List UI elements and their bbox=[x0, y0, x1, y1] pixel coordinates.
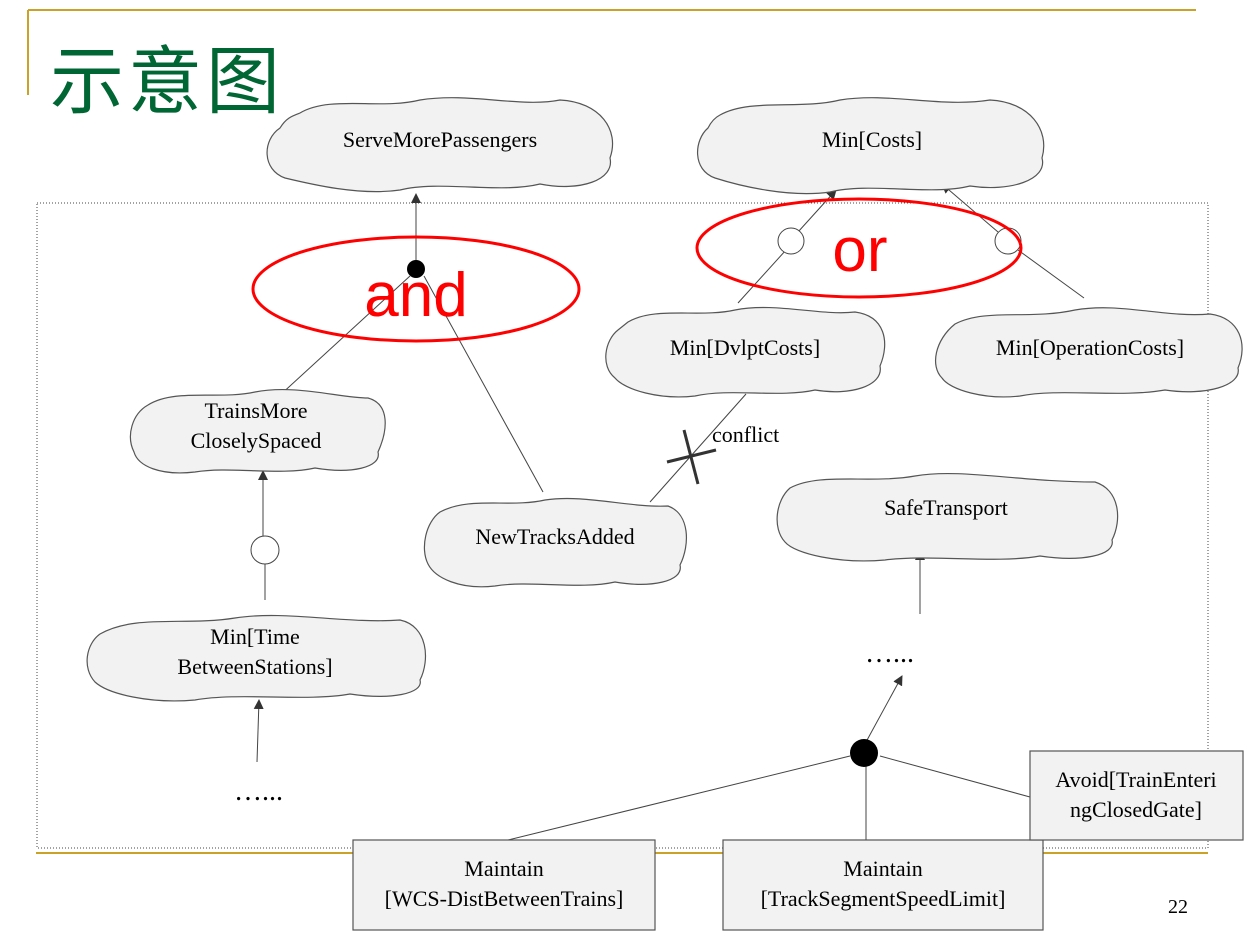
conflict-line bbox=[649, 393, 747, 503]
or-node-right bbox=[994, 227, 1022, 255]
ellipsis-right-label: …... bbox=[865, 638, 914, 669]
conflict-label: conflict bbox=[712, 422, 779, 447]
serve-more-passengers-label: ServeMorePassengers bbox=[343, 127, 537, 152]
or-label: or bbox=[832, 216, 887, 285]
goal-safe-transport: SafeTransport bbox=[776, 472, 1119, 562]
maintain-wcs-line1: Maintain bbox=[464, 856, 543, 881]
maintain-track-line2: [TrackSegmentSpeedLimit] bbox=[761, 886, 1006, 911]
page-title: 示意图 bbox=[50, 39, 284, 125]
dotted-frame bbox=[36, 202, 1209, 849]
goal-min-time-between-stations: Min[Time BetweenStations] bbox=[86, 614, 426, 702]
and-label: and bbox=[364, 261, 467, 330]
or-left-arrow-line bbox=[797, 189, 837, 233]
conflict-cross-icon bbox=[666, 429, 717, 485]
safe-transport-label: SafeTransport bbox=[884, 495, 1008, 520]
trains-more-label-line2: CloselySpaced bbox=[191, 428, 322, 453]
req-avoid-train-entering: Avoid[TrainEnteri ngClosedGate] bbox=[1029, 750, 1244, 841]
min-dvlpt-costs-label: Min[DvlptCosts] bbox=[670, 335, 820, 360]
or-node-left bbox=[777, 227, 805, 255]
req-maintain-wcs: Maintain [WCS-DistBetweenTrains] bbox=[352, 839, 656, 931]
link-dvlpt-to-or bbox=[737, 249, 787, 304]
and-node-top bbox=[407, 260, 425, 278]
goal-serve-more-passengers: ServeMorePassengers bbox=[266, 97, 614, 193]
req-maintain-track-speed: Maintain [TrackSegmentSpeedLimit] bbox=[722, 839, 1044, 931]
goal-new-tracks-added: NewTracksAdded bbox=[423, 497, 687, 588]
and2-arrow-line bbox=[865, 675, 903, 743]
goal-trains-more-closely-spaced: TrainsMore CloselySpaced bbox=[129, 389, 386, 474]
min-time-label-line1: Min[Time bbox=[210, 624, 300, 649]
link-operation-to-or bbox=[1017, 249, 1085, 299]
avoid-line2: ngClosedGate] bbox=[1070, 797, 1202, 822]
goal-min-dvlpt-costs: Min[DvlptCosts] bbox=[605, 306, 886, 398]
min-costs-label: Min[Costs] bbox=[822, 127, 922, 152]
ellipsis-left-label: …... bbox=[234, 776, 283, 807]
goal-min-operation-costs: Min[OperationCosts] bbox=[934, 307, 1243, 398]
goal-min-costs: Min[Costs] bbox=[696, 97, 1045, 195]
ellipsis-left-arrow bbox=[253, 699, 264, 763]
link-avoid-to-and2 bbox=[879, 755, 1031, 798]
or-node-time bbox=[250, 535, 280, 565]
or-right-arrow-line bbox=[941, 183, 999, 233]
new-tracks-added-label: NewTracksAdded bbox=[475, 524, 634, 549]
avoid-line1: Avoid[TrainEnteri bbox=[1055, 767, 1216, 792]
trains-more-label-line1: TrainsMore bbox=[204, 398, 307, 423]
and-highlight-ellipse bbox=[251, 235, 581, 343]
maintain-track-line1: Maintain bbox=[843, 856, 922, 881]
link-newtracks-to-and bbox=[423, 275, 544, 493]
min-operation-costs-label: Min[OperationCosts] bbox=[996, 335, 1184, 360]
link-wcs-to-and2 bbox=[507, 755, 851, 841]
or-highlight-ellipse bbox=[695, 197, 1023, 299]
page-number: 22 bbox=[1168, 896, 1188, 918]
maintain-wcs-line2: [WCS-DistBetweenTrains] bbox=[385, 886, 624, 911]
and-node-bottom bbox=[850, 739, 878, 767]
min-time-label-line2: BetweenStations] bbox=[177, 654, 332, 679]
